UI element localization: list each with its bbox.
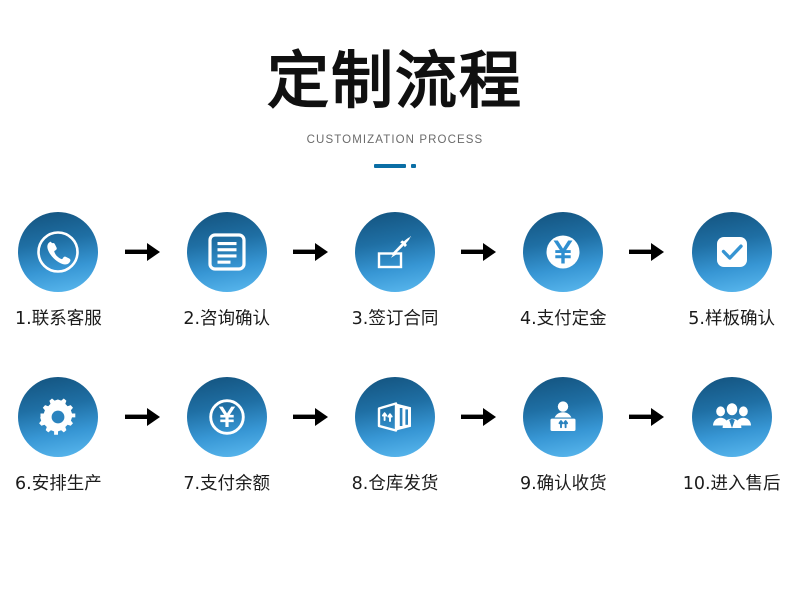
process-step-8[interactable]: 8.仓库发货 [337, 377, 454, 495]
process-steps: 1.联系客服 2.咨询确认 [0, 212, 790, 542]
process-step-label: 10.进入售后 [682, 474, 781, 494]
process-step-label: 8.仓库发货 [351, 474, 439, 494]
arrow-right-icon [622, 212, 674, 292]
process-step-label: 3.签订合同 [351, 309, 439, 329]
page-header: 定制流程 CUSTOMIZATION PROCESS [0, 0, 790, 169]
divider-dot-icon [411, 164, 416, 169]
arrow-right-icon [622, 377, 674, 457]
yuan-circle-filled-icon [523, 212, 604, 292]
arrow-right-icon [117, 212, 169, 292]
divider-bar-icon [374, 164, 406, 169]
process-step-7[interactable]: 7.支付余额 [168, 377, 285, 495]
arrow-right-icon [285, 377, 337, 457]
person-receiving-box-icon [523, 377, 604, 457]
page-title: 定制流程 [266, 44, 523, 117]
process-step-1[interactable]: 1.联系客服 [0, 212, 117, 330]
process-step-label: 7.支付余额 [183, 474, 271, 494]
process-step-9[interactable]: 9.确认收货 [505, 377, 622, 495]
people-group-icon [691, 377, 772, 457]
process-row-1: 1.联系客服 2.咨询确认 [0, 212, 790, 377]
title-divider [365, 146, 425, 169]
process-step-label: 6.安排生产 [15, 474, 102, 494]
process-step-4[interactable]: 4.支付定金 [505, 212, 622, 330]
check-square-icon [691, 212, 772, 292]
yuan-coin-outline-icon [186, 377, 267, 457]
page-subtitle: CUSTOMIZATION PROCESS [306, 134, 484, 147]
process-step-10[interactable]: 10.进入售后 [673, 377, 790, 495]
phone-icon [18, 212, 99, 292]
document-lines-icon [186, 212, 267, 292]
arrow-right-icon [285, 212, 337, 292]
process-row-2: 6.安排生产 7.支付余额 [0, 377, 790, 542]
process-step-3[interactable]: 3.签订合同 [337, 212, 454, 330]
process-step-2[interactable]: 2.咨询确认 [168, 212, 285, 330]
gear-icon [18, 377, 99, 457]
process-step-label: 5.样板确认 [688, 309, 775, 329]
arrow-right-icon [453, 212, 505, 292]
arrow-right-icon [117, 377, 169, 457]
process-step-label: 1.联系客服 [15, 309, 102, 329]
process-step-label: 4.支付定金 [519, 309, 607, 329]
arrow-right-icon [453, 377, 505, 457]
process-step-6[interactable]: 6.安排生产 [0, 377, 117, 495]
process-step-label: 9.确认收货 [519, 474, 607, 494]
process-step-label: 2.咨询确认 [183, 309, 271, 329]
process-step-5[interactable]: 5.样板确认 [673, 212, 790, 330]
pen-signature-icon [355, 212, 435, 292]
warehouse-box-icon [355, 377, 435, 457]
